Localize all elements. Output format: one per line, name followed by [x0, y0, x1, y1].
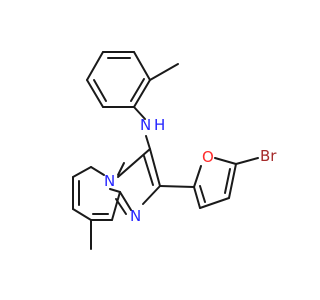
bond [214, 157, 237, 165]
nh-hydrogen-label: H [154, 116, 165, 134]
tolyl-nh-bond [133, 106, 146, 120]
bond [228, 163, 237, 199]
bond [133, 51, 151, 81]
tolyl-methyl-bond [149, 63, 179, 81]
bromine-label: Br [260, 147, 277, 165]
imine-nitrogen-label: N [130, 207, 141, 225]
bond [111, 191, 121, 221]
bridge-nitrogen-label: N [104, 172, 115, 190]
bond [117, 148, 151, 178]
bond [90, 166, 105, 176]
bond [86, 79, 104, 108]
double-bond [143, 155, 154, 186]
bond [117, 162, 125, 176]
bond [72, 166, 92, 178]
bond [142, 185, 161, 205]
bond [193, 186, 201, 209]
bond [72, 208, 92, 221]
bond [86, 51, 104, 81]
furan-bromine-bond [235, 157, 259, 165]
double-bond [93, 79, 107, 102]
bond [119, 191, 132, 211]
furan-oxygen-label: O [202, 148, 214, 166]
bond [199, 197, 230, 209]
molecule-structure: N H N N [72, 51, 277, 250]
nh-nitrogen-label: N [140, 116, 151, 134]
double-bond [224, 168, 231, 194]
molecule-diagram: N H N N [72, 51, 277, 250]
imidazole-furan-bond [159, 185, 195, 188]
double-bond [199, 185, 206, 203]
furan-ring [193, 157, 237, 209]
imidazole-ring [115, 148, 161, 215]
bond [193, 165, 202, 188]
nh-c3-bond [145, 135, 151, 150]
double-bond [130, 78, 145, 102]
bond [133, 79, 151, 108]
tolyl-ring [86, 51, 151, 108]
double-bond [115, 198, 127, 215]
bond [109, 188, 121, 193]
pyridine-ring [72, 162, 125, 221]
bond [149, 148, 161, 187]
